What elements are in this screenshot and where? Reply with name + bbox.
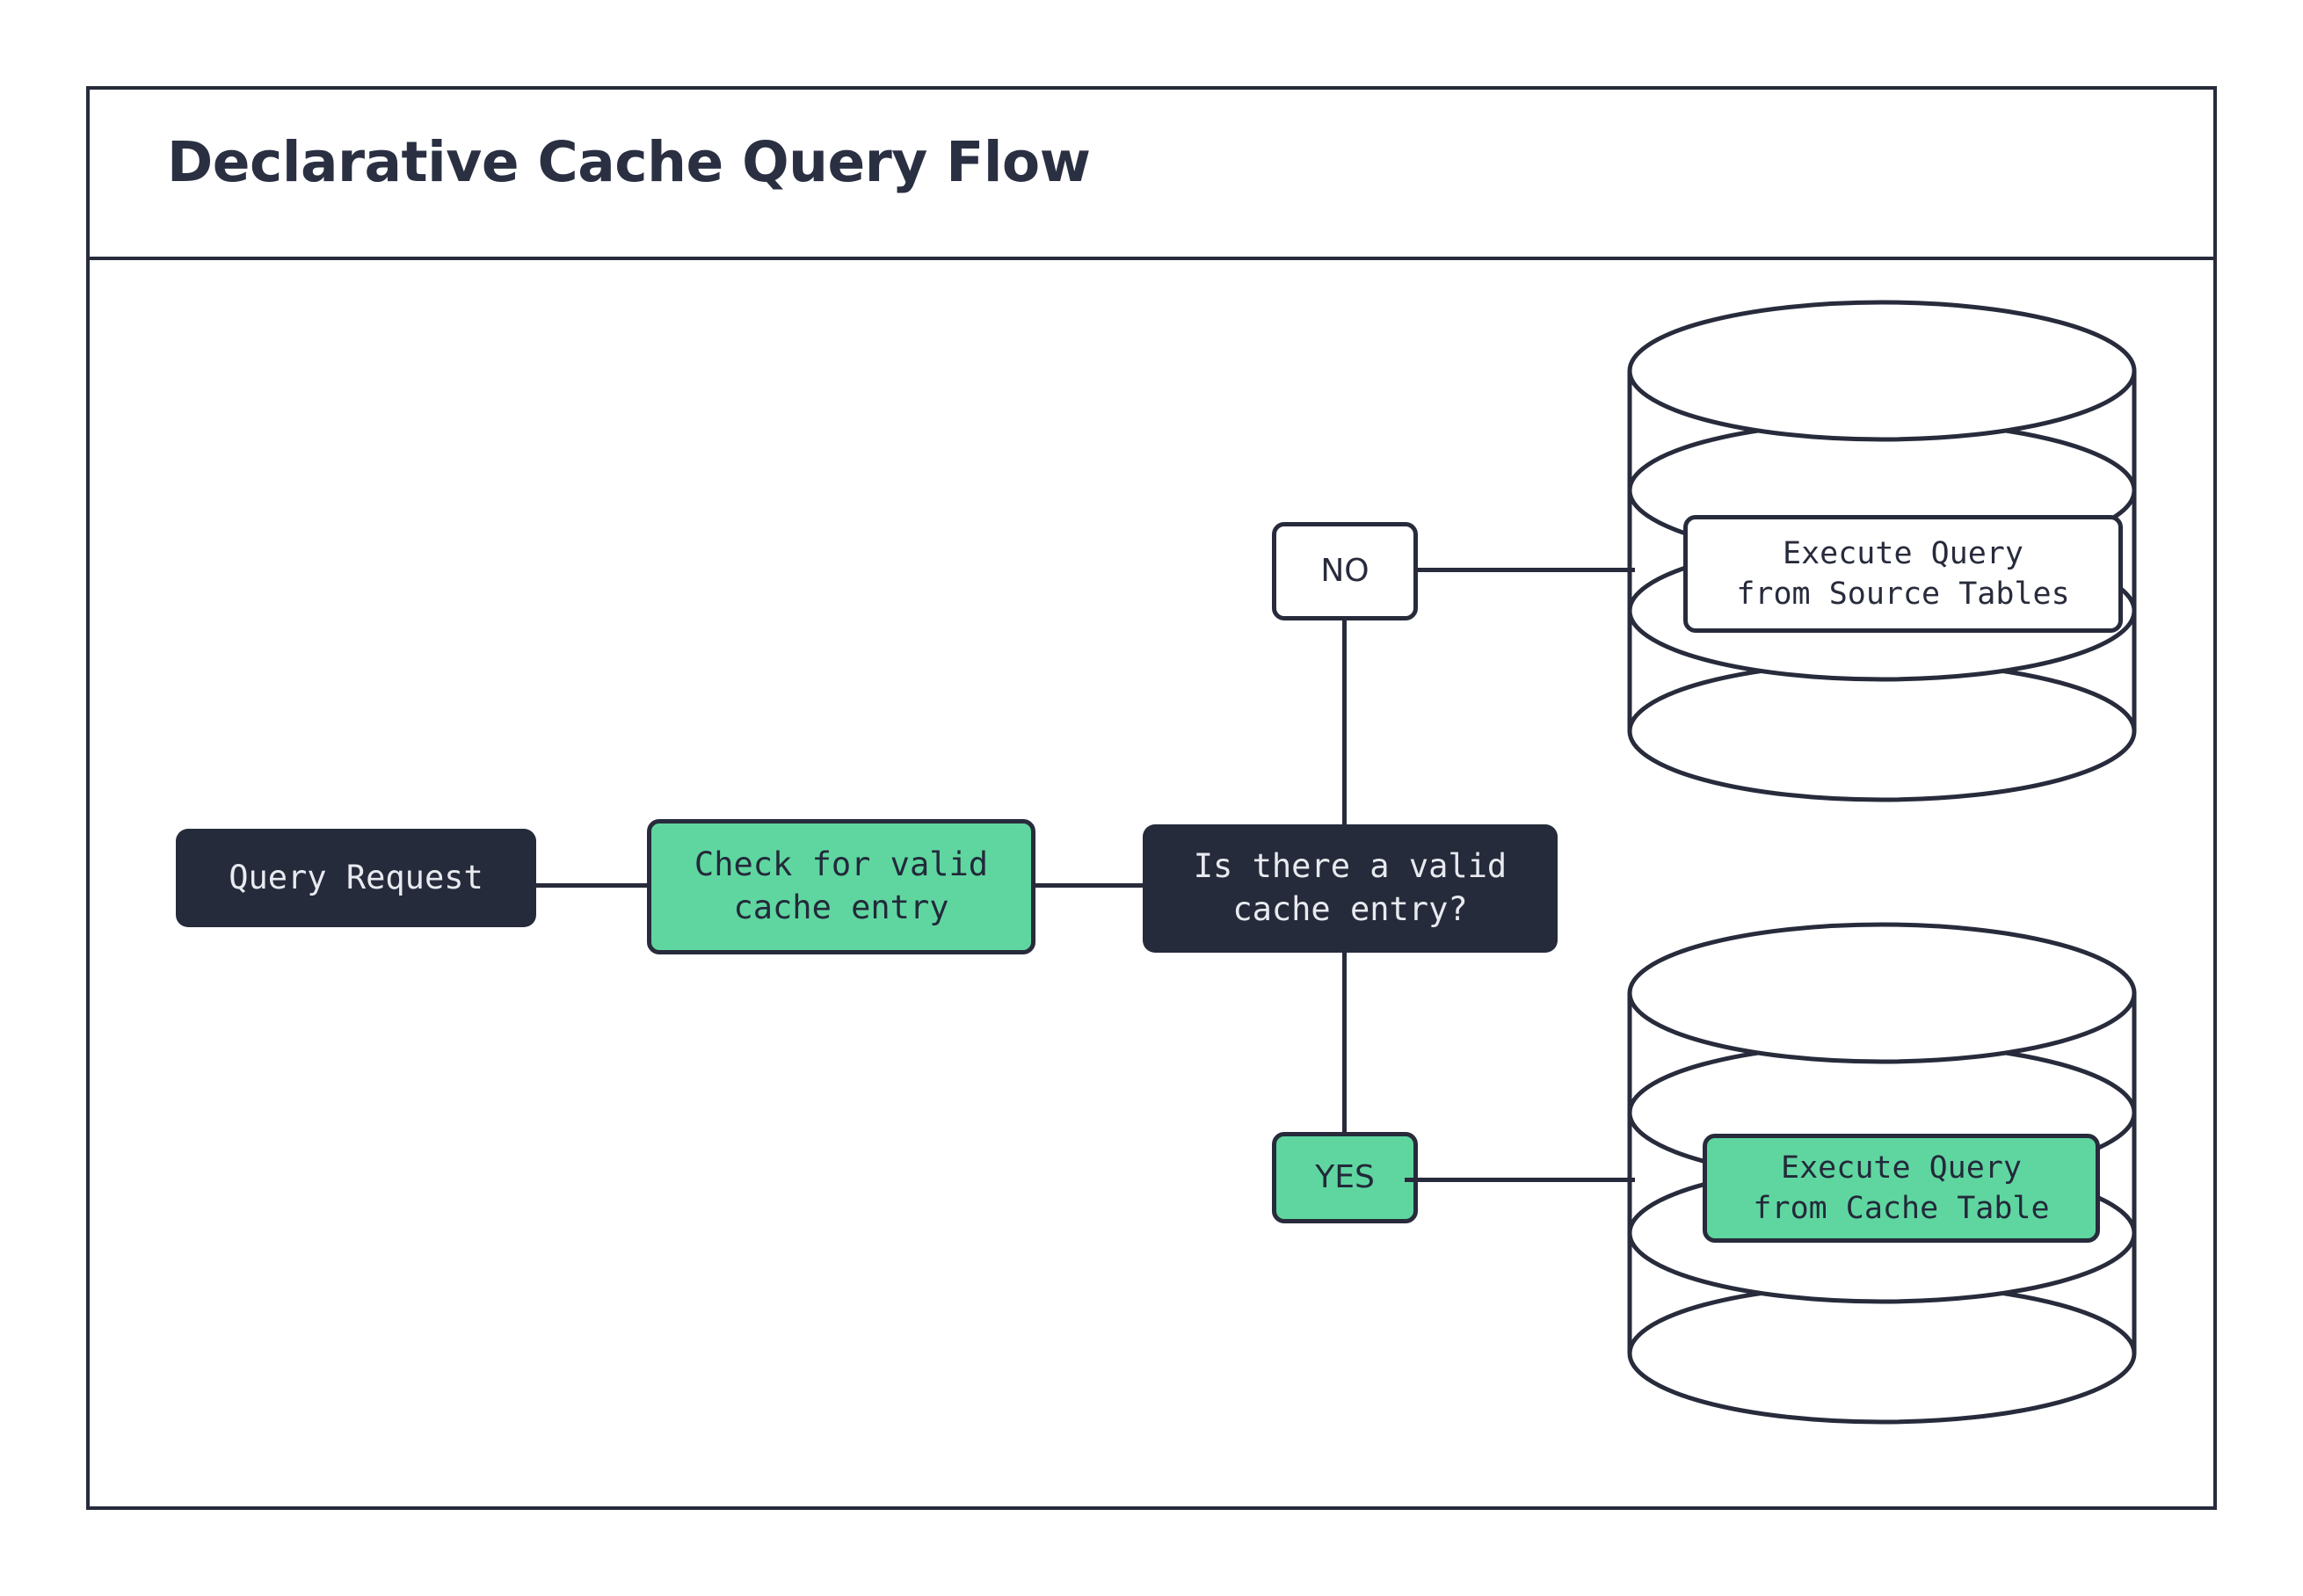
edge-label-yes[interactable]: YES bbox=[1272, 1132, 1418, 1223]
edge-yes-to-cache-table bbox=[1405, 1178, 1635, 1182]
diagram-header-bar bbox=[86, 86, 2217, 260]
diagram-frame bbox=[86, 86, 2217, 1510]
edge-check-cache-to-decision bbox=[1034, 883, 1144, 888]
node-decision-valid-cache-entry[interactable]: Is there a valid cache entry? bbox=[1143, 824, 1558, 953]
edge-decision-to-yes bbox=[1342, 950, 1347, 1135]
edge-label-no[interactable]: NO bbox=[1272, 522, 1418, 620]
edge-decision-to-no bbox=[1342, 618, 1347, 829]
node-execute-query-from-cache-table[interactable]: Execute Query from Cache Table bbox=[1703, 1134, 2100, 1243]
node-execute-query-from-source-tables[interactable]: Execute Query from Source Tables bbox=[1683, 515, 2123, 633]
edge-query-request-to-check-cache bbox=[534, 883, 649, 888]
page-title: Declarative Cache Query Flow bbox=[167, 130, 1091, 194]
node-check-for-valid-cache-entry[interactable]: Check for valid cache entry bbox=[647, 819, 1035, 954]
edge-no-to-source-tables bbox=[1415, 568, 1635, 572]
node-query-request[interactable]: Query Request bbox=[176, 829, 536, 927]
